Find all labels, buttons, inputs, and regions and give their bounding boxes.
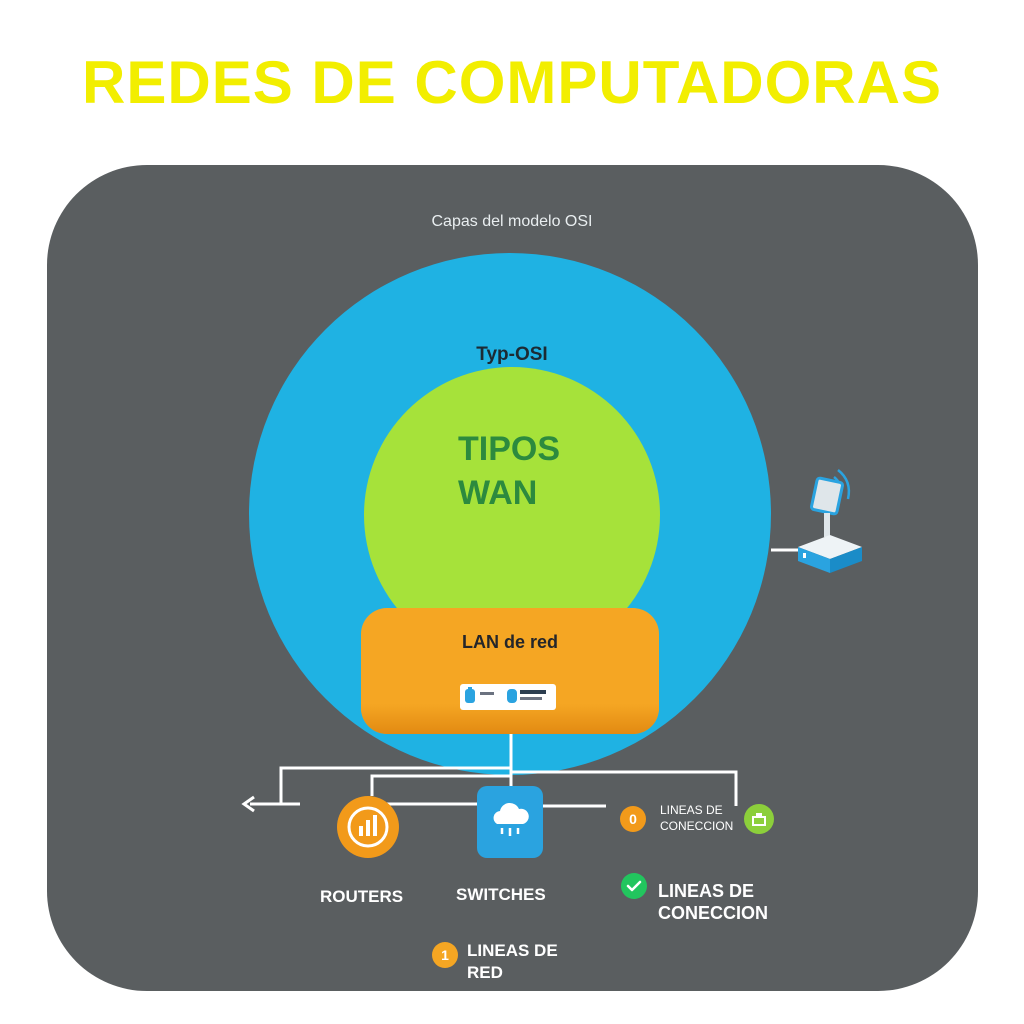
main-title: REDES DE COMPUTADORAS xyxy=(82,49,942,116)
lan-label: LAN de red xyxy=(461,632,558,652)
routers-label: ROUTERS xyxy=(320,887,404,906)
left-arrow-head xyxy=(241,795,255,813)
cloud-icon xyxy=(493,802,529,836)
inner-layer-label-line1: TIPOS xyxy=(458,430,561,468)
lineas-small-label-line2: CONECCION xyxy=(660,819,734,833)
switch-node xyxy=(477,786,543,858)
inner-layer-label-line2: WAN xyxy=(458,474,538,512)
lineas-conexion-label-line1: LINEAS DE xyxy=(658,881,755,901)
lineas-red-badge: 1 xyxy=(432,942,458,968)
lineas-small-label-line1: LINEAS DE xyxy=(660,803,723,817)
lineas-conexion-label-line2: CONECCION xyxy=(658,903,769,923)
lineas-small-badge: 0 xyxy=(620,806,646,832)
right-branch-line xyxy=(511,770,738,806)
switches-label: SWITCHES xyxy=(456,885,546,904)
panel-title: Capas del modelo OSI xyxy=(431,213,593,230)
bar-chart-icon xyxy=(347,806,389,848)
router-branch-line xyxy=(370,774,511,796)
outer-layer-label: Typ-OSI xyxy=(476,344,548,365)
lineas-red-label-line2: RED xyxy=(467,963,503,982)
lan-logo xyxy=(460,684,556,710)
router-node xyxy=(337,796,399,858)
lan-box: LAN de red xyxy=(361,608,659,734)
printer-icon xyxy=(744,804,774,834)
left-branch-line xyxy=(279,766,511,803)
wireless-device-icon xyxy=(790,465,870,585)
check-icon xyxy=(621,873,647,899)
lineas-red-label-line1: LINEAS DE xyxy=(467,941,558,960)
